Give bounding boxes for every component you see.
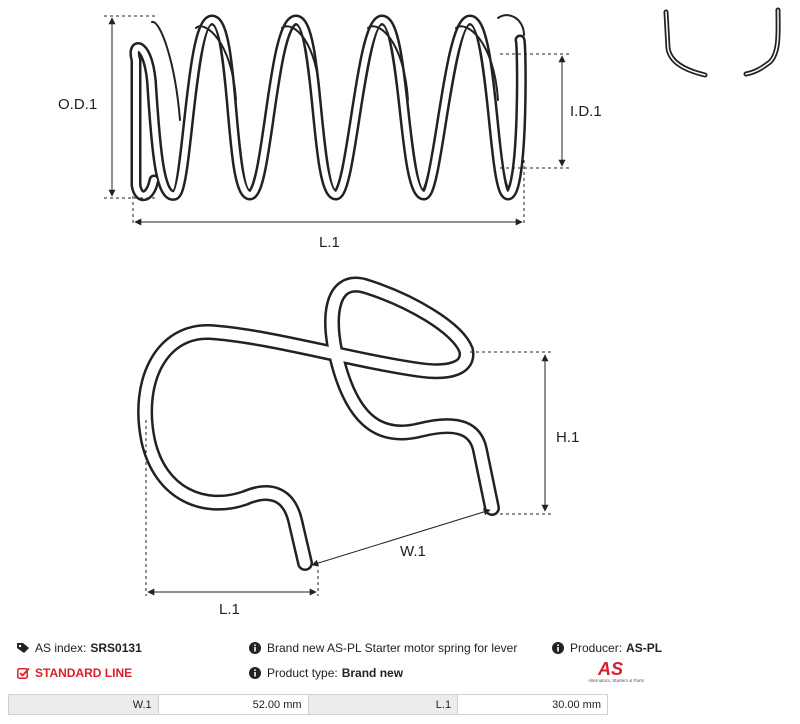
dimension-value: 52.00 mm [157,694,309,715]
checkbox-check-icon [16,667,30,679]
product-type-label: Product type: [267,666,338,680]
product-type: Product type: Brand new [248,666,403,680]
standard-line-label: STANDARD LINE [35,666,133,680]
spring-id-label: I.D.1 [570,103,602,120]
info-icon [551,642,565,654]
as-index: AS index: SRS0131 [16,641,142,655]
as-index-label: AS index: [35,641,87,655]
description-text: Brand new AS-PL Starter motor spring for… [267,641,518,655]
producer-value: AS-PL [626,641,663,655]
wire-clip [137,276,500,571]
product-type-value: Brand new [341,666,404,680]
producer-label: Producer: [570,641,623,655]
info-icon [248,667,262,679]
as-index-value: SRS0131 [90,641,142,655]
clip-dimensions [145,351,552,596]
technical-drawing: O.D.1 I.D.1 L.1 H.1 W.1 L.1 [58,7,781,618]
dimension-label: L.1 [307,694,459,715]
coil-spring [129,14,527,202]
dimensions-table: W.1 52.00 mm L.1 30.00 mm [8,694,608,715]
logo-tagline: Alternators, Starters & Parts [588,678,645,683]
tag-icon [16,642,30,654]
logo-mark: AS [598,659,624,679]
clip-length-label: L.1 [219,601,240,618]
spring-length-label: L.1 [319,234,340,251]
clip-height-label: H.1 [556,429,579,446]
description: Brand new AS-PL Starter motor spring for… [248,641,517,655]
spring-od-label: O.D.1 [58,96,97,113]
table-row: W.1 52.00 mm L.1 30.00 mm [8,694,608,715]
dimension-value: 30.00 mm [457,694,608,715]
clip-width-label: W.1 [400,543,426,560]
producer: Producer: AS-PL [551,641,662,655]
spring-dimensions [104,15,570,226]
info-icon [248,642,262,654]
spring-end-view [663,7,781,78]
dimension-label: W.1 [8,694,159,715]
as-pl-logo: AS Alternators, Starters & Parts [588,660,650,688]
standard-line: STANDARD LINE [16,666,132,680]
